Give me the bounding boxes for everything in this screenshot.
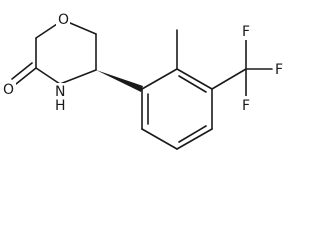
bond-n-c3: [59, 69, 97, 85]
aryl-bond-4: [176, 128, 213, 150]
aryl-inner-bond-a: [178, 75, 207, 93]
amide-hydrogen-label: H: [55, 98, 66, 114]
bond-c5-n: [35, 67, 61, 85]
structure-canvas: O O N H F F F: [2, 10, 285, 150]
carbonyl-oxygen-bg: [2, 80, 16, 98]
aryl-bond-1: [141, 68, 178, 90]
aryl-inner-bond-b: [178, 125, 207, 143]
carbonyl-double-bond-outer: [15, 67, 37, 85]
carbonyl-oxygen-label: O: [3, 82, 14, 98]
fluorine-bottom-label: F: [242, 98, 250, 114]
amide-nitrogen-label: N: [55, 84, 65, 100]
fluorine-right-bg: [273, 61, 285, 79]
fluorine-bottom-bg: [241, 96, 252, 114]
molecule-drawing: O O N H F F F: [2, 10, 285, 150]
carbonyl-double-bond-inner: [11, 62, 33, 80]
aryl-bond-2: [176, 68, 213, 90]
nitrogen-bg: [53, 83, 68, 111]
aryl-bond-5: [141, 128, 178, 150]
fluorine-right-label: F: [275, 62, 283, 78]
ring-oxygen-label: O: [58, 12, 69, 28]
cf3-bond: [211, 68, 247, 90]
ring-oxygen-bg: [56, 10, 70, 28]
fluorine-top-label: F: [242, 24, 250, 40]
fluorine-top-bg: [241, 22, 252, 40]
stereo-wedge-bond: [96, 70, 143, 92]
